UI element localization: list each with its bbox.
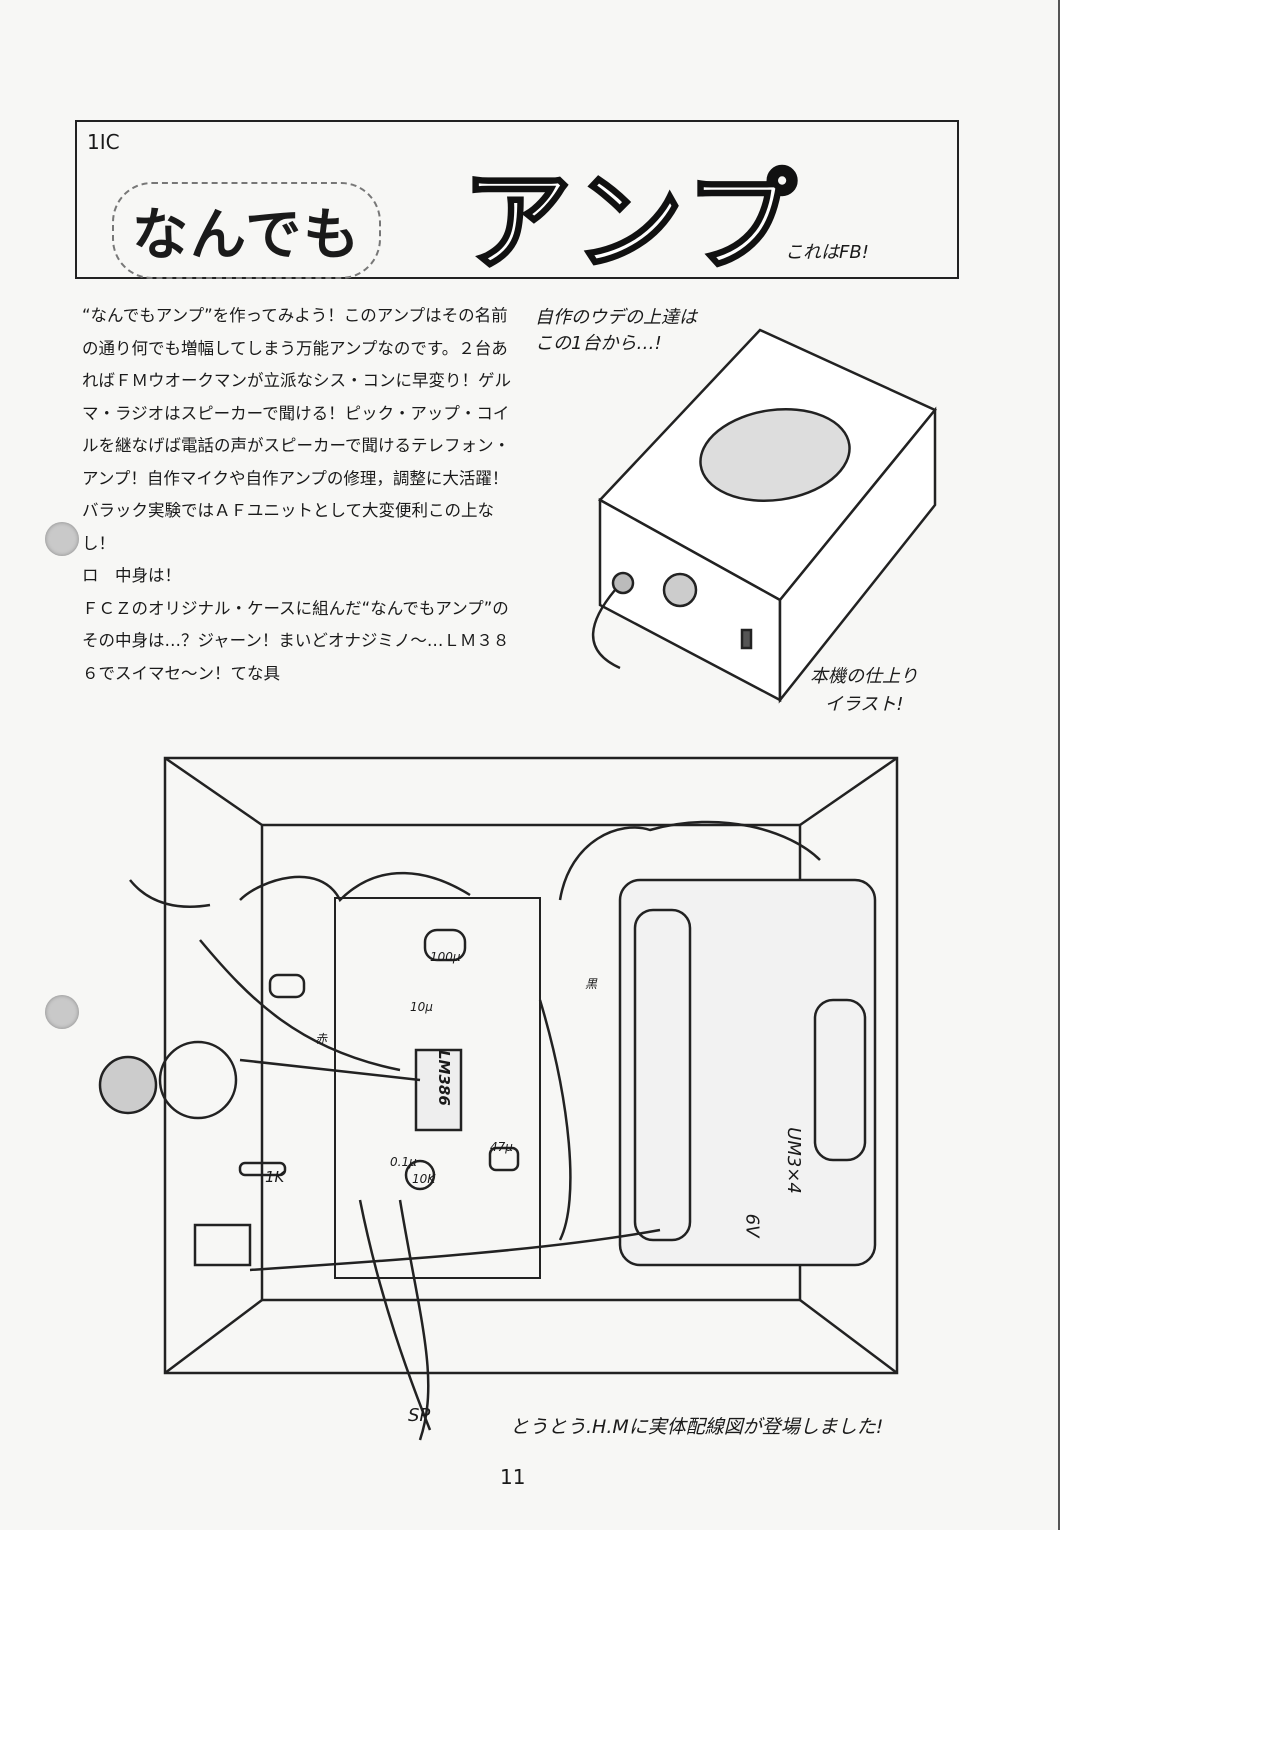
input-jack [193, 1223, 252, 1267]
trimmer-10k [404, 1159, 436, 1191]
title-amp: アンプ [460, 157, 803, 288]
amp-box-illustration [591, 328, 937, 704]
illustration-caption-bottom: 本機の仕上り イラスト! [810, 666, 918, 715]
article-paragraph: ＦＣＺのオリジナル・ケースに組んだ“なんでもアンプ”のその中身は…？ジャーン！ま… [82, 598, 510, 683]
cap-100u-label: 100μ [430, 950, 461, 964]
page-edge [1058, 0, 1060, 1530]
battery-label: UM3×4 [782, 1127, 804, 1194]
input-jack-icon [611, 571, 635, 595]
article-text: “なんでもアンプ”を作ってみよう！このアンプはその名前の通り何でも増幅してしまう… [82, 300, 512, 690]
page-number: 11 [500, 1465, 526, 1489]
power-switch-icon [740, 628, 753, 650]
volume-knob-icon [662, 572, 698, 608]
lm386-chip [414, 1048, 463, 1132]
punch-hole-bottom [45, 995, 79, 1029]
title-box: 1IC なんでも アンプ [75, 120, 959, 288]
cap-01-label: 0.1μ [390, 1155, 417, 1169]
capacitor-47u [488, 1146, 520, 1172]
battery-holder [618, 878, 877, 1267]
cap-47-label: 47μ [490, 1140, 513, 1154]
wiring-caption: とうとう.H.Mに実体配線図が登場しました! [510, 1416, 884, 1438]
pot-label: 10K [412, 1172, 436, 1186]
cap-10u-label: 10μ [410, 1000, 433, 1014]
capacitor-100u [423, 928, 467, 962]
speaker-label: SP [408, 1405, 431, 1426]
wire-black-label: 黒 [585, 977, 598, 991]
voltage-label: 6V [741, 1213, 763, 1238]
ic-label: LM386 [435, 1050, 453, 1106]
article-paragraph: “なんでもアンプ”を作ってみよう！このアンプはその名前の通り何でも増幅してしまう… [82, 306, 511, 553]
fb-comment: これはFB! [785, 242, 869, 263]
speaker-grille [699, 407, 851, 503]
wire-red-label: 赤 [315, 1032, 328, 1046]
section-heading: ロ 中身は！ [82, 566, 181, 585]
issue-label: 1IC [87, 130, 120, 154]
volume-pot-icon [98, 1055, 158, 1115]
resistor-label: 1K [265, 1168, 285, 1186]
resistor-1k [238, 1161, 287, 1177]
capacitor [268, 973, 306, 999]
wiring-diagram [98, 756, 899, 1441]
illustration-caption-top: 自作のウデの上達は この1台から…! [535, 307, 697, 354]
title-nandemo: なんでも [112, 182, 382, 279]
punch-hole-top [45, 522, 79, 556]
